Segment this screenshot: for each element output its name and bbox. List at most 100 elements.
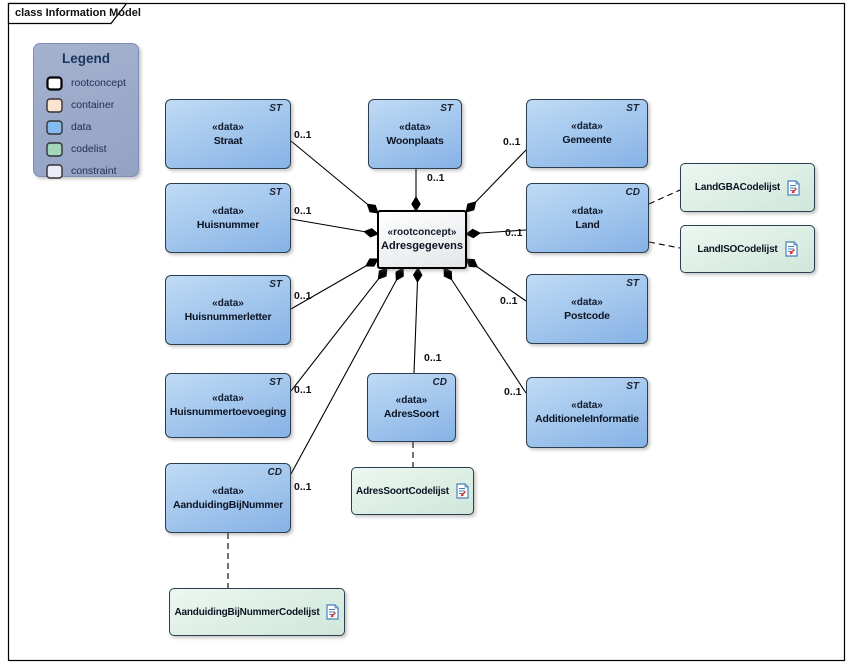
stereotype: «data»: [399, 121, 431, 133]
type-tag: ST: [269, 377, 282, 388]
class-name: Adresgegevens: [381, 240, 463, 252]
multiplicity-huisnummerletter: 0..1: [294, 290, 312, 302]
composition-adressoort[interactable]: [414, 268, 418, 374]
stereotype: «data»: [212, 297, 244, 309]
legend-item-codelist: codelist: [46, 138, 132, 160]
stereotype: «rootconcept»: [387, 227, 457, 238]
type-tag: CD: [625, 187, 640, 198]
class-name: Land: [575, 218, 600, 231]
class-name: Huisnummer: [196, 218, 260, 231]
codelist-adressoort[interactable]: AdresSoortCodelijst: [351, 467, 474, 515]
multiplicity-woonplaats: 0..1: [427, 172, 445, 184]
document-icon: [326, 604, 340, 620]
frame-tab: [7, 2, 128, 25]
codelist-landiso[interactable]: LandISOCodelijst: [680, 225, 815, 273]
multiplicity-postcode: 0..1: [500, 295, 518, 307]
multiplicity-aanduidingbijnummer: 0..1: [294, 481, 312, 493]
class-aanduidingbijnummer[interactable]: CD «data» AanduidingBijNummer: [165, 463, 291, 533]
stereotype: «data»: [395, 395, 428, 406]
legend-label: codelist: [71, 143, 107, 155]
type-tag: ST: [269, 187, 282, 198]
class-name: AdresSoort: [383, 408, 440, 420]
class-name: Huisnummerletter: [184, 310, 272, 323]
legend-item-rootconcept: rootconcept: [46, 72, 132, 94]
legend-items: rootconcept container data codelist cons…: [46, 72, 132, 182]
composition-land[interactable]: [466, 230, 527, 234]
class-huisnummer[interactable]: ST «data» Huisnummer: [165, 183, 291, 253]
rootconcept-swatch-icon: [46, 75, 63, 91]
constraint-swatch-icon: [46, 163, 63, 179]
composition-huisnummer[interactable]: [290, 218, 378, 234]
multiplicity-gemeente: 0..1: [503, 136, 521, 148]
class-name: AdditioneleInformatie: [535, 413, 639, 425]
container-swatch-icon: [46, 97, 63, 113]
data-swatch-icon: [46, 119, 63, 135]
legend-item-constraint: constraint: [46, 160, 132, 182]
codelist-landgba[interactable]: LandGBACodelijst: [680, 163, 815, 212]
type-tag: ST: [440, 103, 453, 114]
stereotype: «data»: [212, 485, 244, 497]
composition-huisnummerletter[interactable]: [290, 259, 378, 310]
legend-label: rootconcept: [71, 77, 126, 89]
legend-title: Legend: [61, 51, 110, 66]
type-tag: CD: [432, 377, 447, 388]
stereotype: «data»: [571, 400, 603, 411]
class-name: Straat: [213, 134, 243, 147]
class-name: Gemeente: [562, 134, 612, 146]
composition-aanduidingbijnummer[interactable]: [290, 268, 403, 475]
codelist-name: AdresSoortCodelijst: [356, 485, 449, 497]
multiplicity-land: 0..1: [505, 227, 523, 239]
stereotype: «data»: [571, 121, 603, 132]
document-icon: [787, 179, 801, 196]
composition-gemeente[interactable]: [466, 149, 527, 212]
class-gemeente[interactable]: ST «data» Gemeente: [526, 99, 648, 168]
codelist-aanduidingbijnummer[interactable]: AanduidingBijNummerCodelijst: [169, 588, 345, 636]
stereotype: «data»: [212, 205, 244, 217]
composition-huisnummertoevoeging[interactable]: [290, 268, 387, 392]
codelist-name: LandGBACodelijst: [694, 182, 781, 193]
legend-label: constraint: [71, 165, 117, 177]
class-additioneleinformatie[interactable]: ST «data» AdditioneleInformatie: [526, 377, 648, 448]
type-tag: CD: [267, 467, 282, 478]
legend-item-data: data: [46, 116, 132, 138]
class-land[interactable]: CD «data» Land: [526, 183, 649, 253]
class-woonplaats[interactable]: ST «data» Woonplaats: [368, 99, 462, 169]
type-tag: ST: [626, 278, 639, 289]
multiplicity-additioneleinformatie: 0..1: [504, 386, 522, 398]
type-tag: ST: [269, 279, 282, 290]
class-name: Huisnummertoevoeging: [169, 406, 287, 418]
class-straat[interactable]: ST «data» Straat: [165, 99, 291, 169]
stereotype: «data»: [212, 121, 244, 133]
legend-label: container: [71, 99, 115, 111]
class-huisnummerletter[interactable]: ST «data» Huisnummerletter: [165, 275, 291, 345]
class-postcode[interactable]: ST «data» Postcode: [526, 274, 648, 344]
composition-straat[interactable]: [290, 140, 378, 213]
codelist-swatch-icon: [46, 141, 63, 157]
multiplicity-huisnummertoevoeging: 0..1: [294, 384, 312, 396]
dependency-land-landiso[interactable]: [648, 241, 681, 249]
legend[interactable]: Legend rootconcept container data codeli…: [33, 43, 139, 179]
document-icon: [456, 483, 469, 499]
stereotype: «data»: [571, 205, 604, 217]
composition-additioneleinformatie[interactable]: [444, 268, 527, 394]
class-name: AanduidingBijNummer: [173, 498, 283, 511]
type-tag: ST: [269, 103, 282, 114]
class-adresgegevens[interactable]: «rootconcept» Adresgegevens: [377, 210, 467, 269]
multiplicity-huisnummer: 0..1: [294, 205, 312, 217]
class-huisnummertoevoeging[interactable]: ST «data» Huisnummertoevoeging: [165, 373, 291, 438]
class-name: Woonplaats: [386, 134, 444, 147]
stereotype: «data»: [212, 393, 244, 404]
class-name: Postcode: [564, 309, 610, 322]
type-tag: ST: [626, 381, 639, 392]
frame-tab-label: class Information Model: [15, 7, 141, 19]
stereotype: «data»: [571, 296, 603, 308]
composition-postcode[interactable]: [466, 259, 527, 302]
codelist-name: AanduidingBijNummerCodelijst: [174, 606, 320, 618]
document-icon: [784, 241, 798, 257]
class-adressoort[interactable]: CD «data» AdresSoort: [367, 373, 456, 442]
diagram-frame: [7, 2, 846, 662]
dependency-land-landgba[interactable]: [648, 189, 681, 205]
multiplicity-straat: 0..1: [294, 129, 312, 141]
